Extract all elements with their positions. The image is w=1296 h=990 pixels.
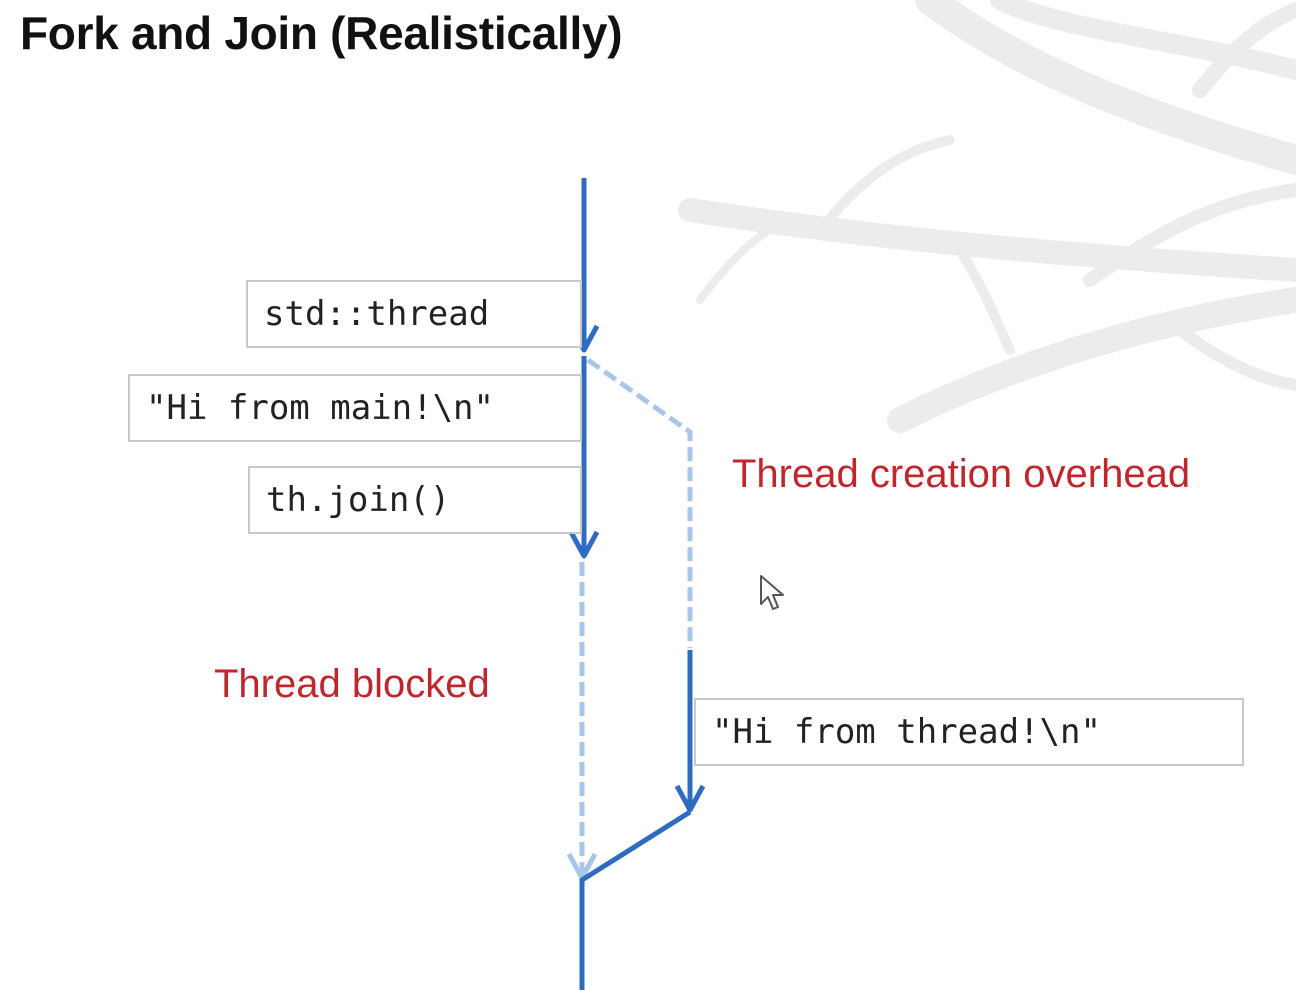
mouse-pointer-icon — [760, 575, 784, 610]
code-box-hi-thread: "Hi from thread!\n" — [694, 698, 1244, 766]
slide-title: Fork and Join (Realistically) — [20, 7, 623, 59]
arrowhead-join — [568, 530, 600, 559]
arrowhead-thread-end — [674, 784, 706, 813]
code-box-std-thread: std::thread — [246, 280, 582, 348]
code-box-hi-main: "Hi from main!\n" — [128, 374, 582, 442]
label-thread-blocked: Thread blocked — [214, 662, 490, 706]
label-thread-creation-overhead: Thread creation overhead — [732, 452, 1191, 496]
creation-overhead-path — [586, 357, 693, 648]
code-box-th-join: th.join() — [248, 466, 582, 534]
join-merge-path — [579, 809, 692, 990]
